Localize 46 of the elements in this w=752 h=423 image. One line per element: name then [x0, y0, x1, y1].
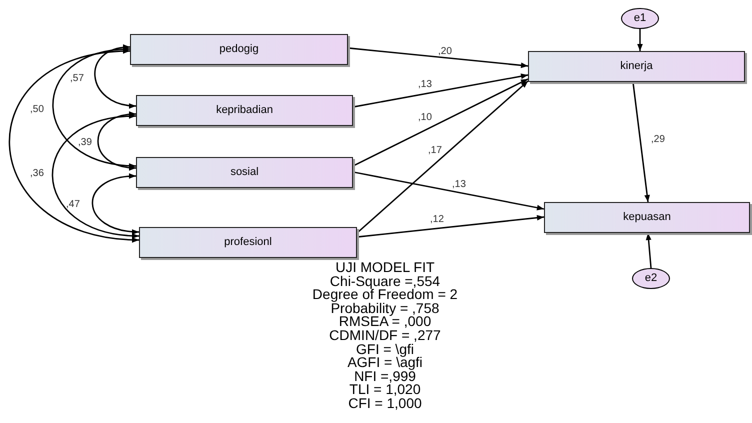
covariance-arrow: [92, 174, 140, 234]
covariance-arrow: [8, 48, 140, 242]
variable-box: kinerja: [528, 51, 745, 82]
fit-statistic: Chi-Square =,554: [330, 274, 440, 288]
path-arrow: [352, 78, 528, 167]
edge-label: ,13: [418, 79, 432, 90]
variable-box: kepribadian: [136, 95, 353, 126]
edge-label: ,20: [438, 46, 452, 57]
edge-label: ,12: [430, 214, 444, 225]
edge-label: ,47: [66, 199, 80, 210]
fit-statistic: Degree of Freedom = 2: [312, 288, 458, 302]
variable-box: kepuasan: [544, 202, 750, 233]
covariance-arrow: [52, 114, 140, 238]
fit-statistic: RMSEA = ,000: [338, 315, 432, 329]
path-arrow: [352, 74, 528, 108]
edge-label: ,17: [428, 145, 442, 156]
edge-label: ,57: [70, 73, 84, 84]
edge-label: ,50: [30, 104, 44, 115]
path-arrow: [348, 47, 528, 68]
fit-statistic: TLI = 1,020: [349, 383, 421, 397]
fit-statistic: AGFI = \agfi: [347, 356, 423, 370]
path-arrow: [356, 80, 528, 234]
fit-statistic: CFI = 1,000: [348, 396, 422, 411]
error-ellipse: e2: [632, 268, 670, 289]
edge-label: ,29: [651, 134, 665, 145]
edge-label: ,39: [78, 137, 92, 148]
fit-statistic: NFI =,999: [354, 370, 416, 384]
edge-label: ,10: [418, 112, 432, 123]
covariance-arrow: [97, 112, 136, 170]
path-arrow: [356, 214, 544, 238]
fit-statistic: UJI MODEL FIT: [335, 261, 435, 275]
variable-box: sosial: [136, 157, 353, 188]
path-arrow: [632, 82, 650, 202]
edge-label: ,36: [30, 168, 44, 179]
covariance-arrow: [52, 46, 136, 168]
edge-label: ,13: [452, 179, 466, 190]
fit-statistic: GFI = \gfi: [356, 342, 414, 356]
error-ellipse: e1: [621, 8, 659, 29]
path-arrow: [646, 232, 652, 268]
path-arrow: [352, 171, 544, 210]
covariance-arrow: [94, 44, 136, 108]
path-arrow: [637, 29, 643, 51]
variable-box: pedogig: [130, 34, 348, 65]
variable-box: profesionl: [139, 227, 357, 258]
fit-statistic: CDMIN/DF = ,277: [329, 328, 441, 343]
fit-statistic: Probability = ,758: [330, 302, 440, 316]
